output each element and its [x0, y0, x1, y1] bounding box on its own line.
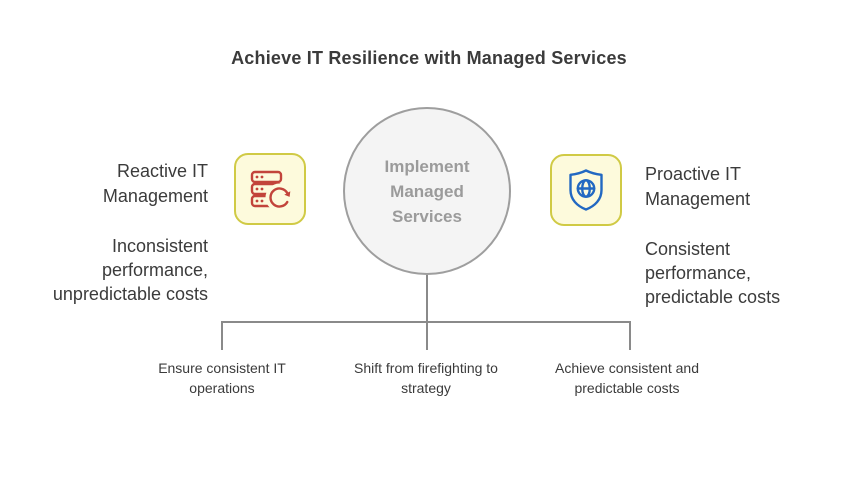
reactive-text-block: Reactive IT Management Inconsistent perf… — [38, 159, 208, 306]
proactive-icon-box — [550, 154, 622, 226]
proactive-heading: Proactive IT Management — [645, 164, 751, 209]
outcome-label-1: Ensure consistent IT operations — [158, 360, 286, 396]
outcome-label-2: Shift from firefighting to strategy — [354, 360, 498, 396]
proactive-text-block: Proactive IT Management Consistent perfo… — [645, 162, 817, 309]
reactive-description: Inconsistent performance, unpredictable … — [52, 236, 208, 304]
central-node: Implement Managed Services — [343, 107, 511, 275]
reactive-heading: Reactive IT Management — [102, 161, 208, 206]
connector-line-left — [221, 321, 223, 350]
outcome-label-3: Achieve consistent and predictable costs — [555, 360, 699, 396]
page-title: Achieve IT Resilience with Managed Servi… — [231, 48, 627, 68]
server-refresh-icon — [250, 170, 294, 212]
reactive-icon-box — [234, 153, 306, 225]
connector-line-center — [426, 275, 428, 350]
proactive-description: Consistent performance, predictable cost… — [645, 239, 781, 307]
central-node-label: Implement Managed Services — [384, 156, 470, 226]
shield-globe-icon — [569, 169, 603, 211]
connector-line-right — [629, 321, 631, 350]
connector-line-horizontal — [221, 321, 631, 323]
